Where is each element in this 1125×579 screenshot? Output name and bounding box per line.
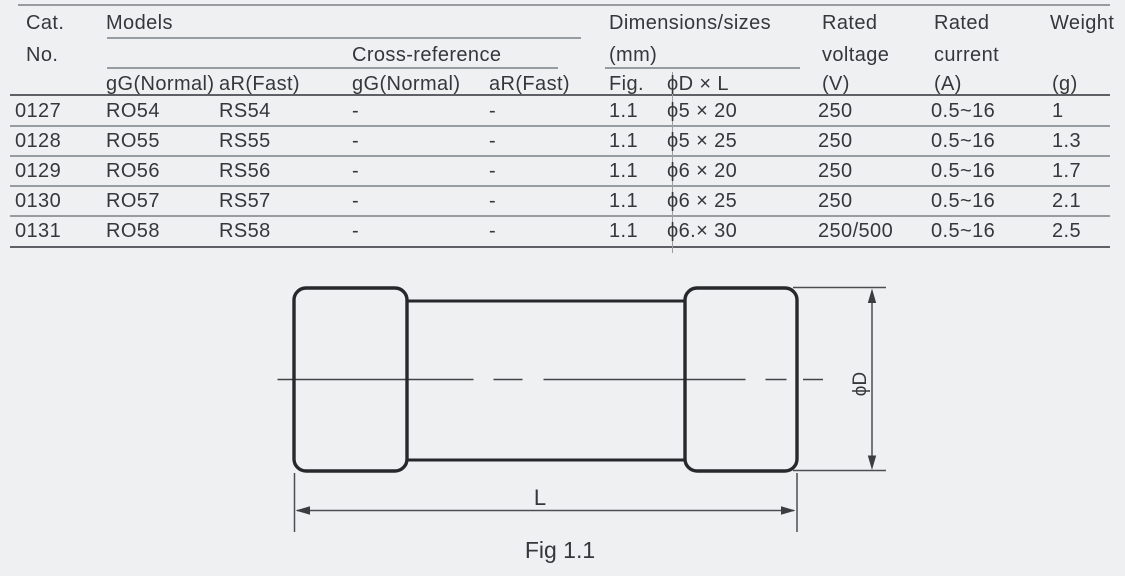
dim-diameter-label: ϕD bbox=[850, 372, 871, 396]
fuse-right-cap bbox=[683, 286, 799, 473]
cell-model-ar: RS56 bbox=[219, 160, 271, 182]
arrowhead-up bbox=[867, 288, 877, 303]
cell-weight: 2.5 bbox=[1052, 220, 1082, 242]
col-header-cat-line2: No. bbox=[26, 44, 59, 66]
arrowhead-down bbox=[867, 455, 877, 470]
cell-model-gg: RO58 bbox=[106, 220, 160, 242]
dimensions-group-underline bbox=[605, 67, 800, 69]
table-row: 0128 RO55 RS55 - - 1.1 ϕ5 × 25 250 0.5~1… bbox=[0, 126, 1125, 156]
cell-cat-no: 0131 bbox=[15, 220, 62, 242]
cell-crossref-ar: - bbox=[489, 220, 497, 242]
row-separator bbox=[10, 125, 1110, 127]
cell-weight: 1 bbox=[1052, 100, 1064, 122]
cell-weight: 1.7 bbox=[1052, 160, 1082, 182]
cell-fig: 1.1 bbox=[609, 190, 639, 212]
cell-crossref-gg: - bbox=[352, 130, 360, 152]
col-header-cat-line1: Cat. bbox=[26, 12, 65, 34]
table-bottom-rule bbox=[10, 246, 1110, 248]
cell-rated-current: 0.5~16 bbox=[931, 190, 996, 212]
table-row: 0130 RO57 RS57 - - 1.1 ϕ6 × 25 250 0.5~1… bbox=[0, 186, 1125, 216]
cell-fig: 1.1 bbox=[609, 130, 639, 152]
cell-crossref-ar: - bbox=[489, 160, 497, 182]
col-header-weight-line1: Weight bbox=[1050, 12, 1115, 34]
col-header-rated-voltage-line2: voltage bbox=[822, 44, 890, 66]
col-header-weight-unit: (g) bbox=[1052, 73, 1078, 95]
crossref-group-underline bbox=[107, 67, 558, 69]
cell-crossref-ar: - bbox=[489, 130, 497, 152]
cell-crossref-gg: - bbox=[352, 100, 360, 122]
cell-rated-voltage: 250 bbox=[818, 100, 853, 122]
col-header-rated-current-unit: (A) bbox=[934, 73, 962, 95]
cell-fig: 1.1 bbox=[609, 220, 639, 242]
phi-column-divider bbox=[672, 72, 673, 253]
cell-dimensions: ϕ6 × 20 bbox=[667, 160, 738, 182]
cell-weight: 2.1 bbox=[1052, 190, 1082, 212]
fuse-body-tube bbox=[405, 299, 687, 462]
cell-dimensions: ϕ5 × 20 bbox=[667, 100, 738, 122]
col-header-rated-voltage-line1: Rated bbox=[822, 12, 878, 34]
cell-cat-no: 0128 bbox=[15, 130, 62, 152]
figure-caption: Fig 1.1 bbox=[525, 537, 595, 563]
cell-model-gg: RO57 bbox=[106, 190, 160, 212]
cell-rated-current: 0.5~16 bbox=[931, 130, 996, 152]
cell-crossref-ar: - bbox=[489, 190, 497, 212]
cell-dimensions: ϕ6.× 30 bbox=[667, 220, 738, 242]
cell-model-gg: RO54 bbox=[106, 100, 160, 122]
col-header-models: Models bbox=[106, 12, 173, 34]
models-group-underline bbox=[107, 37, 581, 39]
cell-dimensions: ϕ5 × 25 bbox=[667, 130, 738, 152]
arrowhead-left bbox=[295, 506, 310, 515]
row-separator bbox=[10, 155, 1110, 157]
table-top-rule bbox=[18, 4, 1110, 6]
col-header-rated-voltage-unit: (V) bbox=[822, 73, 850, 95]
row-separator bbox=[10, 185, 1110, 187]
col-header-crossref-gg-normal: gG(Normal) bbox=[352, 73, 461, 95]
col-header-cross-reference: Cross-reference bbox=[352, 44, 502, 66]
fuse-technical-drawing: ϕD L Fig 1.1 bbox=[277, 286, 886, 563]
table-row: 0127 RO54 RS54 - - 1.1 ϕ5 × 20 250 0.5~1… bbox=[0, 96, 1125, 126]
cell-crossref-ar: - bbox=[489, 100, 497, 122]
cell-model-gg: RO55 bbox=[106, 130, 160, 152]
cell-model-gg: RO56 bbox=[106, 160, 160, 182]
col-header-gg-normal: gG(Normal) bbox=[106, 73, 215, 95]
cell-fig: 1.1 bbox=[609, 100, 639, 122]
page-bottom-edge bbox=[0, 576, 1125, 579]
cell-fig: 1.1 bbox=[609, 160, 639, 182]
cell-weight: 1.3 bbox=[1052, 130, 1082, 152]
cell-rated-voltage: 250/500 bbox=[818, 220, 894, 242]
cell-cat-no: 0130 bbox=[15, 190, 62, 212]
col-header-rated-current-line1: Rated bbox=[934, 12, 990, 34]
dim-length-label: L bbox=[534, 485, 546, 510]
cell-model-ar: RS58 bbox=[219, 220, 271, 242]
cell-cat-no: 0129 bbox=[15, 160, 62, 182]
cell-rated-current: 0.5~16 bbox=[931, 160, 996, 182]
fuse-left-cap bbox=[292, 286, 409, 473]
cell-rated-voltage: 250 bbox=[818, 160, 853, 182]
cell-dimensions: ϕ6 × 25 bbox=[667, 190, 738, 212]
cell-crossref-gg: - bbox=[352, 160, 360, 182]
cell-crossref-gg: - bbox=[352, 190, 360, 212]
table-row: 0131 RO58 RS58 - - 1.1 ϕ6.× 30 250/500 0… bbox=[0, 216, 1125, 246]
cell-rated-current: 0.5~16 bbox=[931, 220, 996, 242]
col-header-dimensions-line1: Dimensions/sizes bbox=[609, 12, 772, 34]
cell-model-ar: RS55 bbox=[219, 130, 271, 152]
cell-rated-voltage: 250 bbox=[818, 190, 853, 212]
arrowhead-right bbox=[781, 506, 796, 515]
cell-rated-voltage: 250 bbox=[818, 130, 853, 152]
col-header-crossref-ar-fast: aR(Fast) bbox=[489, 73, 570, 95]
row-separator bbox=[10, 215, 1110, 217]
cell-crossref-gg: - bbox=[352, 220, 360, 242]
col-header-diameter-length: ϕD × L bbox=[667, 73, 729, 95]
cell-cat-no: 0127 bbox=[15, 100, 62, 122]
col-header-dimensions-line2: (mm) bbox=[609, 44, 658, 66]
cell-model-ar: RS57 bbox=[219, 190, 271, 212]
col-header-ar-fast: aR(Fast) bbox=[219, 73, 300, 95]
cell-rated-current: 0.5~16 bbox=[931, 100, 996, 122]
table-row: 0129 RO56 RS56 - - 1.1 ϕ6 × 20 250 0.5~1… bbox=[0, 156, 1125, 186]
header-bottom-rule bbox=[10, 94, 1110, 96]
cell-model-ar: RS54 bbox=[219, 100, 271, 122]
col-header-rated-current-line2: current bbox=[934, 44, 1000, 66]
col-header-fig: Fig. bbox=[609, 73, 644, 95]
